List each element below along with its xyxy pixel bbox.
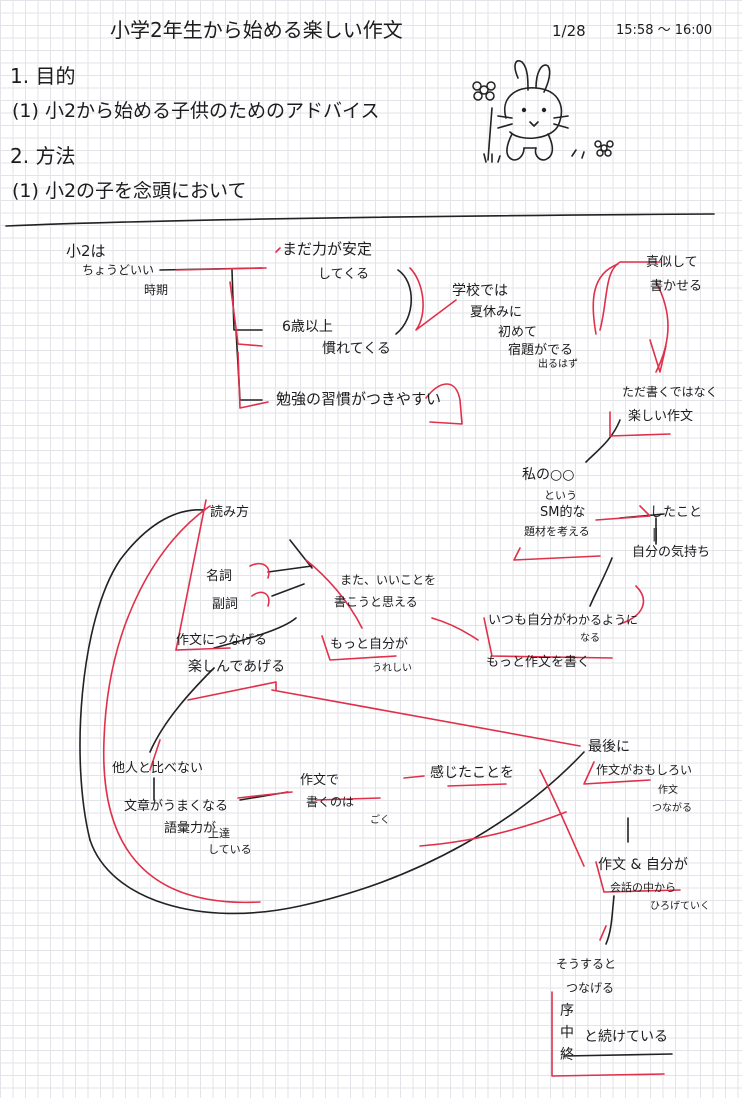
my-theme-line1: 私の○○ [522, 467, 575, 483]
reading-label: 読み方 [210, 505, 250, 520]
purpose-heading: 1. 目的 [10, 64, 76, 88]
cycle-intro: 序 [560, 1003, 574, 1019]
root-node-line3: 時期 [144, 283, 169, 297]
expr-line3: ごく [370, 815, 390, 826]
branch-1-line2: してくる [318, 267, 369, 282]
page-time: 15:58 〜 16:00 [616, 23, 713, 38]
sentence-line4: している [208, 843, 252, 856]
connect-label: 作文につなげる [176, 633, 268, 648]
cycle-line1: そうすると [556, 957, 617, 971]
my-theme-line2: という [544, 489, 577, 502]
fun-line2: 楽しい作文 [628, 409, 694, 424]
branch-2-line2: 慣れてくる [322, 341, 391, 357]
better-line1: もっと自分が [330, 637, 409, 652]
sentence-line3: 上達 [208, 827, 230, 840]
school-line2: 夏休みに [470, 305, 523, 320]
others-label: 他人と比べない [112, 761, 204, 776]
self-line3: ひろげていく [650, 901, 710, 912]
last-line4: つながる [652, 803, 692, 814]
root-node-line2: ちょうどいい [82, 263, 155, 277]
expr-line2: 書くのは [306, 795, 355, 809]
better-line2: うれしい [372, 663, 412, 674]
branch-3: 勉強の習慣がつきやすい [276, 390, 442, 408]
joy-line3: なる [580, 633, 600, 644]
cycle-middle: 中 [560, 1025, 574, 1041]
branch-2-line1: 6歳以上 [282, 319, 333, 335]
school-line5: 出るはず [538, 359, 578, 370]
my-theme-line3: SM的な [540, 505, 586, 520]
school-line3: 初めて [498, 325, 538, 340]
sentence-line1: 文章がうまくなる [124, 799, 229, 814]
method-item: (1) 小2の子を念頭において [12, 180, 247, 202]
cycle-tail: と続けている [584, 1029, 668, 1045]
school-line1: 学校では [452, 283, 508, 299]
feeling-label: 自分の気持ち [632, 545, 711, 560]
last-line3: 作文 [658, 785, 678, 796]
noun-label: 名詞 [206, 569, 233, 584]
did-equals: ‖ [652, 527, 659, 542]
praise-line1: また、いいことを [340, 573, 437, 587]
self-line2: 会話の中から [610, 881, 676, 894]
praise-line2: 書こうと思える [334, 595, 418, 609]
sentence-line2: 語彙力が [164, 821, 217, 836]
mimic-line2: 書かせる [650, 279, 703, 294]
fun-line1: ただ書くではなく [622, 385, 718, 399]
adverb-label: 副詞 [212, 597, 239, 612]
cycle-line2: つなげる [566, 981, 615, 995]
joy-line2: わかるように [566, 613, 639, 627]
branch-1-line1: まだ力が安定 [282, 240, 373, 258]
last-line2: 作文がおもしろい [596, 763, 693, 777]
expr-line1: 作文で [300, 773, 340, 788]
joy-line1: いつも自分が [488, 613, 567, 628]
self-line1: 作文 & 自分が [598, 857, 688, 873]
enjoy-label: 楽しんであげる [188, 659, 286, 675]
school-line4: 宿題がでる [508, 343, 574, 358]
write-as-is-label: 感じたことを [430, 765, 514, 781]
joy-line4: もっと作文を書く [486, 655, 591, 670]
mimic-line1: 真似して [646, 255, 698, 270]
purpose-item: (1) 小2から始める子供のためのアドバイス [12, 100, 380, 122]
cycle-end: 終 [560, 1047, 574, 1063]
my-theme-line4: 題材を考える [524, 525, 590, 538]
root-node-line1: 小2は [66, 242, 106, 260]
page-date: 1/28 [552, 22, 586, 40]
last-line1: 最後に [588, 739, 630, 755]
did-label: したこと [650, 505, 703, 520]
page-title: 小学2年生から始める楽しい作文 [110, 18, 403, 42]
method-heading: 2. 方法 [10, 144, 76, 168]
